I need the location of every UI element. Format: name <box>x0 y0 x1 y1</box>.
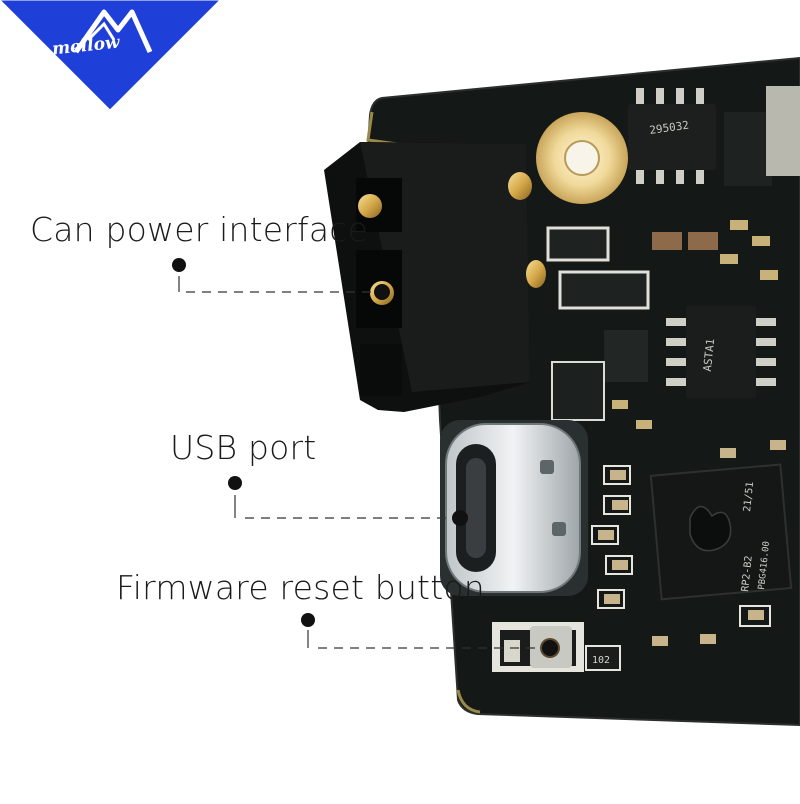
callout-usb-dot <box>228 476 242 490</box>
chip-code-text: 21/51 <box>742 481 756 512</box>
callout-reset <box>307 630 550 649</box>
ic-regulator: ASTA1 <box>666 306 776 398</box>
svg-text:ASTA1: ASTA1 <box>701 338 717 372</box>
chip-model-text: RP2-B2 <box>740 555 755 592</box>
mellow-logo <box>0 0 221 111</box>
callout-can <box>178 276 382 293</box>
resistor-102: 102 <box>585 645 621 671</box>
ic-top: 295032 <box>628 88 716 184</box>
rp2040-chip: 21/51 RP2-B2 PBG416.00 <box>649 463 793 601</box>
usb-c-receptacle <box>440 420 588 596</box>
can-power-label: Can power interface <box>30 210 369 249</box>
resistor-code: 102 <box>592 655 610 666</box>
callout-reset-dot <box>301 613 315 627</box>
svg-text:295032: 295032 <box>649 119 690 137</box>
callout-usb <box>234 495 460 519</box>
callout-can-dot <box>172 258 186 272</box>
usb-port-label: USB port <box>170 428 317 467</box>
firmware-reset-label: Firmware reset button <box>116 568 485 607</box>
can-power-connector <box>324 142 546 412</box>
reset-button-footprint <box>492 622 584 672</box>
